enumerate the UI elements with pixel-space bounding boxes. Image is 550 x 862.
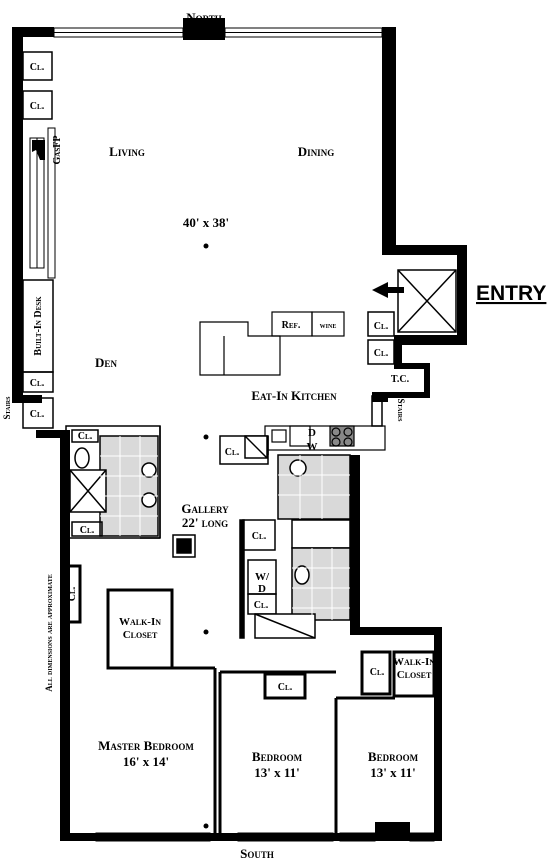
stairs-label-west: Stairs xyxy=(2,396,12,420)
closet-label: Cl. xyxy=(254,600,269,611)
master-bedroom-size: 16' x 14' xyxy=(123,754,169,769)
north-windows xyxy=(53,27,383,38)
closet-label: Cl. xyxy=(374,348,389,359)
entry-landing xyxy=(397,269,457,333)
center-partitions xyxy=(140,426,269,539)
closet-label: Cl. xyxy=(278,682,293,693)
kitchen-label: Eat-In Kitchen xyxy=(251,388,337,403)
fireplace-icon xyxy=(32,140,45,160)
entry-label: ENTRY xyxy=(476,282,546,305)
closet-label: Cl. xyxy=(80,525,95,536)
dishwasher-w-label: W xyxy=(307,441,318,453)
gallery-length: 22' long xyxy=(182,515,228,530)
great-room-size: 40' x 38' xyxy=(183,215,229,230)
walkin-master-line1: Walk-In xyxy=(119,616,161,628)
walkin-bed3-line1: Walk-In xyxy=(393,656,435,668)
dishwasher-d-label: D xyxy=(308,427,316,439)
living-label: Living xyxy=(109,144,145,159)
closet-label: Cl. xyxy=(30,378,45,389)
closet-label: Cl. xyxy=(78,431,93,442)
den-bathroom xyxy=(65,425,161,539)
bedroom3-size: 13' x 11' xyxy=(370,765,416,780)
closet-label: Cl. xyxy=(374,321,389,332)
stairs-label-east: Stairs xyxy=(396,399,406,423)
approximate-note: All dimensions are approximate xyxy=(44,574,54,691)
closet-label-vertical: Cl. xyxy=(67,586,78,601)
washer-dryer-bottom: D xyxy=(258,583,266,595)
bedroom3-title: Bedroom xyxy=(368,749,419,764)
closet-labels: Cl. Cl. Cl. Cl. Cl. Cl. Cl. Cl. Cl. Cl. … xyxy=(30,62,389,693)
wine-label: wine xyxy=(320,320,337,330)
closet-label: Cl. xyxy=(225,447,240,458)
closet-label: Cl. xyxy=(252,531,267,542)
tile-grid-center xyxy=(278,455,350,620)
built-in-desk-label: Built-In Desk xyxy=(33,296,44,356)
gallery-title: Gallery xyxy=(181,501,229,516)
bedroom2-size: 13' x 11' xyxy=(254,765,300,780)
tc-label: T.C. xyxy=(391,374,410,385)
compass-south: South xyxy=(240,846,274,861)
exterior-walls xyxy=(12,18,467,841)
tile-grid-left xyxy=(100,436,158,536)
bedroom2-title: Bedroom xyxy=(252,749,303,764)
dining-label: Dining xyxy=(298,144,334,159)
closet-label: Cl. xyxy=(30,409,45,420)
ref-label: Ref. xyxy=(282,320,301,331)
walkin-bed3-line2: Closet xyxy=(397,669,432,681)
gas-fp-label: GasFP xyxy=(52,136,63,165)
closet-label: Cl. xyxy=(370,667,385,678)
kitchen-island xyxy=(199,311,345,376)
ceiling-dots xyxy=(203,243,209,829)
kitchen-counter xyxy=(264,425,386,451)
west-closets xyxy=(22,51,54,429)
compass-north: North xyxy=(186,10,222,25)
den-label: Den xyxy=(95,355,117,370)
closet-label: Cl. xyxy=(30,101,45,112)
south-windows xyxy=(95,832,435,842)
walkin-master-line2: Closet xyxy=(123,629,158,641)
bedroom-walls xyxy=(62,564,436,833)
washer-dryer-top: W/ xyxy=(255,571,270,583)
west-windows xyxy=(29,127,56,279)
closet-label: Cl. xyxy=(30,62,45,73)
entry-arrow-icon xyxy=(372,282,404,298)
master-bedroom-title: Master Bedroom xyxy=(98,738,194,753)
